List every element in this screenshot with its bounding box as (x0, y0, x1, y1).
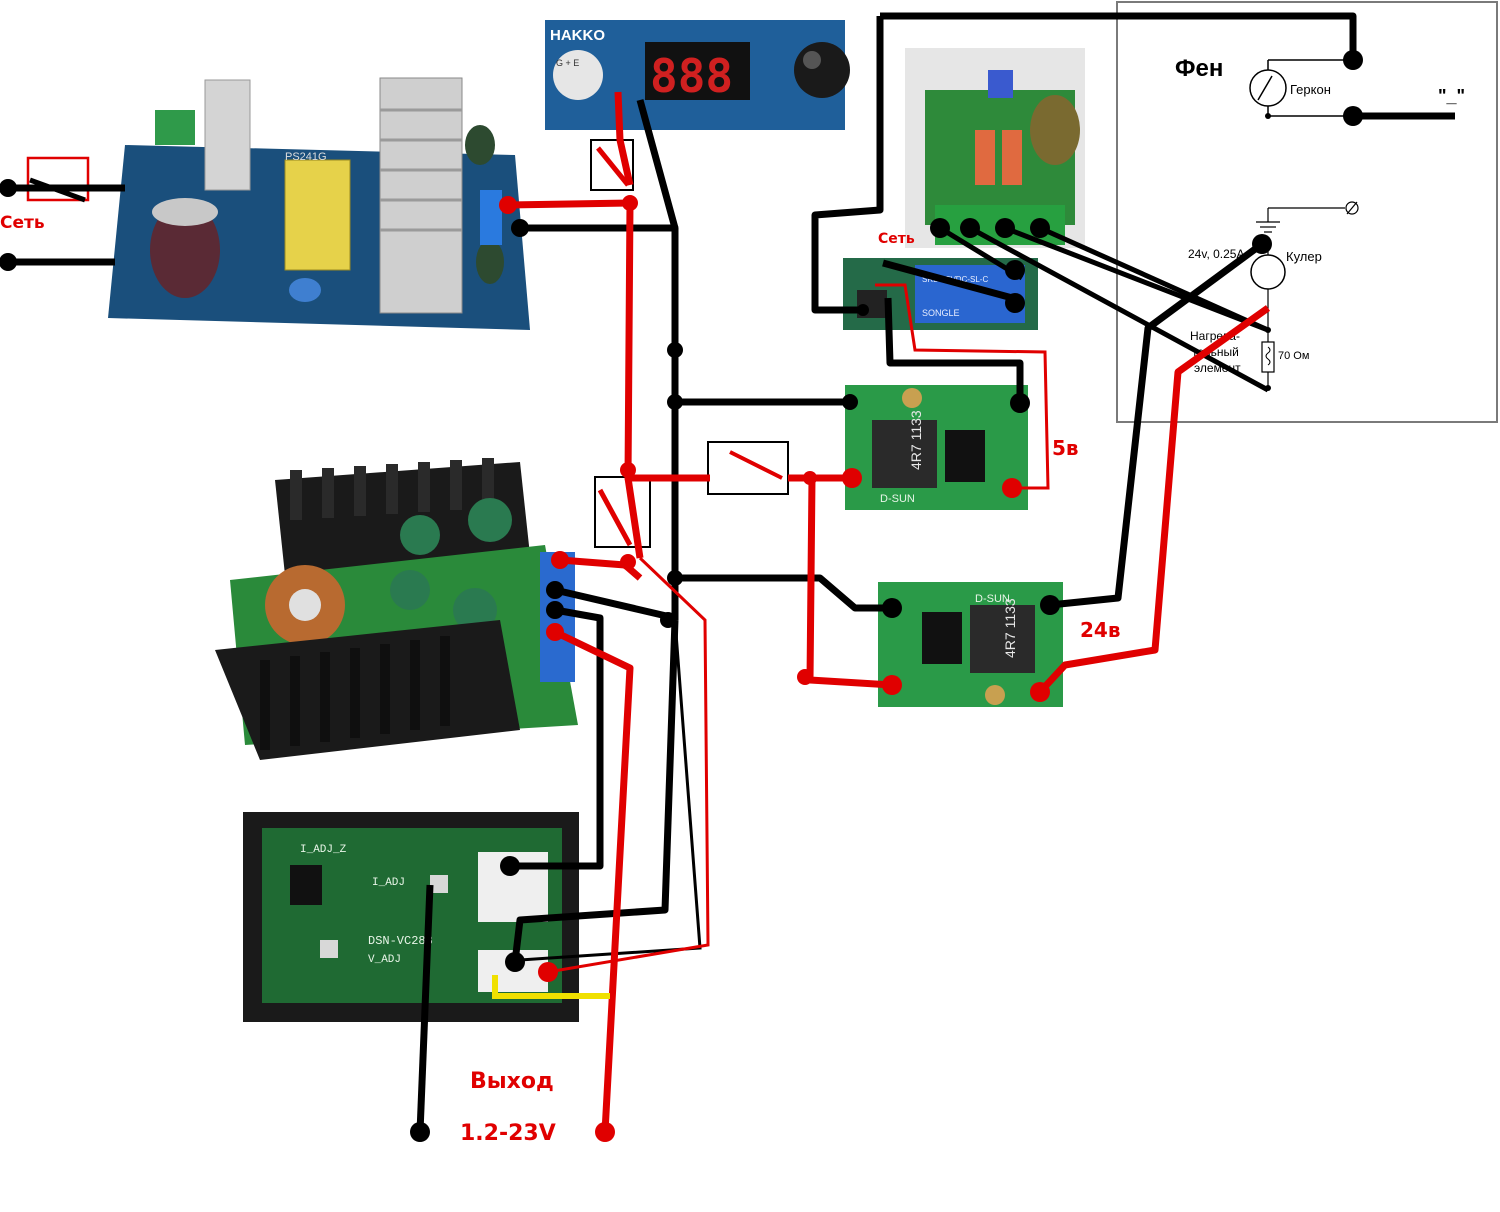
mains-psu-board: PS241G (108, 77, 530, 330)
meter-v-adj-label: V_ADJ (368, 954, 401, 966)
dsun-switch-lever (729, 450, 783, 480)
meter-model-label: DSN-VC288 (368, 934, 433, 948)
psu-model-label: PS241G (285, 151, 327, 163)
mains-label-left: Сеть (0, 213, 45, 233)
wires-negative (8, 12, 1455, 1133)
dsun-bottom-marking: 4R7 1133 (1002, 598, 1018, 658)
cooler-label: Кулер (1286, 249, 1322, 264)
hakko-switch-box (590, 139, 634, 191)
buck-switch-box (594, 476, 651, 548)
dsun-5v-board: 4R7 1133 D-SUN (845, 385, 1028, 510)
hakko-controller: HAKKO G + E 888 (545, 20, 850, 130)
dsun-24v-board: 4R7 1133 D-SUN (878, 582, 1063, 707)
meter-i-adj-z-label: I_ADJ_Z (300, 844, 347, 856)
dsun-switch-box (707, 441, 789, 495)
output-range: 1.2-23V (460, 1121, 556, 1146)
hakko-display: 888 (650, 49, 733, 103)
triac-module (905, 48, 1085, 248)
fan-title: Фен (1175, 55, 1223, 82)
wire-sense (492, 975, 610, 999)
dsun-top-marking: 4R7 1133 (908, 410, 924, 470)
wires-positive-thin (547, 283, 1050, 974)
output-title: Выход (470, 1069, 554, 1094)
voltage-24v-label: 24в (1080, 618, 1121, 642)
reed-switch-icon (1249, 59, 1355, 119)
voltage-5v-label: 5в (1052, 436, 1079, 460)
hakko-brand-label: HAKKO (550, 27, 605, 44)
terminals-negative (0, 50, 1363, 1142)
switch-icon (26, 156, 90, 203)
dsun-top-label: D-SUN (880, 493, 915, 505)
quote-label: "_" (1438, 86, 1465, 106)
switch-levers-red (596, 146, 633, 547)
buck-converter-board (215, 458, 578, 760)
hakko-knob[interactable] (794, 42, 850, 98)
relay-brand-label: SONGLE (922, 308, 960, 318)
wires-negative-thin (519, 16, 882, 962)
dsun-bottom-label: D-SUN (975, 593, 1010, 605)
cooler-spec-label: 24v, 0.25A (1188, 247, 1244, 261)
mains-switch-box (26, 156, 90, 202)
hakko-pins-label: G + E (556, 58, 579, 68)
heater-resistance-label: 70 Ом (1278, 350, 1309, 362)
reed-switch-label: Геркон (1290, 82, 1331, 97)
mains-label-relay: Сеть (878, 231, 915, 247)
fan-schematic: Фен Геркон "_" 24v, 0.25A (1116, 1, 1498, 423)
terminals-positive (499, 195, 1050, 1142)
ground-icon (1256, 201, 1359, 233)
meter-i-adj-label: I_ADJ (372, 877, 405, 889)
